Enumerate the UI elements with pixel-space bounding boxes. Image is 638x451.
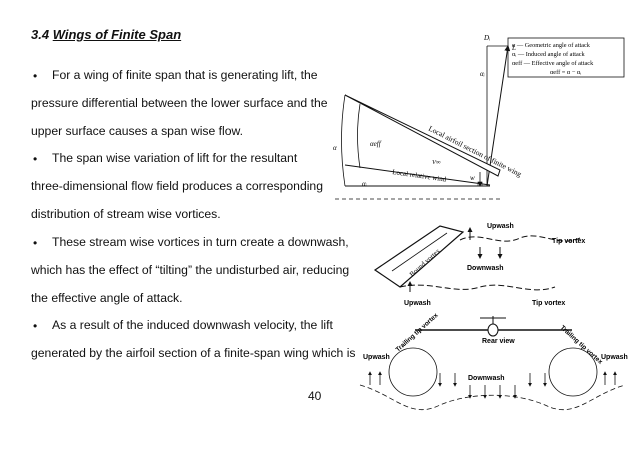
induced-angle-label-bottom: αᵢ	[362, 180, 367, 188]
bullet-1-line-1: For a wing of finite span that is genera…	[52, 68, 318, 82]
angle-arc	[341, 94, 346, 187]
bullet-4-line-1: As a result of the induced downwash velo…	[52, 318, 333, 332]
bullet-1-line-3: upper surface causes a span wise flow.	[31, 124, 244, 138]
legend-line: αᵢ — Induced angle of attack	[512, 51, 586, 58]
bullet-3-line-1: These stream wise vortices in turn creat…	[52, 235, 349, 249]
right-vortex-circle	[548, 347, 598, 397]
bullet-marker: •	[33, 236, 38, 250]
tip-vortex-trail-lower	[399, 284, 556, 291]
freestream-velocity-label: V∞	[432, 159, 441, 166]
downwash-label: w	[470, 174, 475, 182]
wing-planform	[373, 225, 465, 288]
downwash-label-bottom: Downwash	[468, 375, 505, 382]
section-heading: 3.4 Wings of Finite Span	[31, 27, 181, 42]
geometric-angle-label: α	[333, 144, 337, 152]
legend-line: αeff = α − αᵢ	[550, 69, 581, 76]
legend-line: αeff — Effective angle of attack	[512, 60, 594, 67]
upwash-label-right: Upwash	[601, 354, 628, 361]
upwash-label-left: Upwash	[363, 354, 390, 361]
legend-line: α — Geometric angle of attack	[512, 42, 591, 49]
bound-vortex-line	[391, 232, 448, 272]
bullet-3-line-2: which has the effect of “tilting” the un…	[31, 263, 350, 277]
bullet-2-line-1: The span wise variation of lift for the …	[52, 151, 298, 165]
section-title: Wings of Finite Span	[52, 27, 182, 42]
section-number: 3.4	[31, 27, 50, 42]
tip-vortex-trail-upper	[459, 235, 581, 242]
trailing-vortex-label-left: Trailing tip vortex	[395, 312, 440, 354]
bullet-2-line-3: distribution of stream wise vortices.	[31, 207, 221, 221]
trailing-vortex-label-right: Trailing tip vortex	[559, 324, 604, 366]
downwash-profile-curve	[359, 384, 626, 411]
page-number: 40	[308, 389, 322, 403]
lift-vector	[486, 45, 511, 187]
induced-drag-label: Dᵢ	[483, 34, 490, 42]
tip-vortex-label-mid: Tip vortex	[532, 300, 565, 307]
airfoil-section	[344, 94, 501, 177]
right-angle-mark	[477, 181, 483, 187]
bullet-marker: •	[33, 319, 38, 333]
downwash-label-mid: Downwash	[467, 265, 504, 272]
bullet-marker: •	[33, 152, 38, 166]
induced-angle-label-top: αᵢ	[480, 70, 485, 78]
tip-vortex-label-top: Tip vortex	[552, 238, 585, 245]
rear-view-fuselage	[487, 323, 499, 337]
bullet-2-line-2: three-dimensional flow field produces a …	[31, 179, 323, 193]
lift-label: L	[511, 44, 516, 52]
bullet-marker: •	[33, 69, 38, 83]
legend-box	[507, 37, 625, 78]
bullet-4-line-2: generated by the airfoil section of a fi…	[31, 346, 356, 360]
bullet-1-line-2: pressure differential between the lower …	[31, 96, 328, 110]
bullet-3-line-3: the effective angle of attack.	[31, 291, 183, 305]
rear-view-label: Rear view	[482, 338, 515, 345]
effective-angle-label: αeff	[370, 140, 382, 148]
effective-angle-arc	[357, 103, 361, 169]
relative-wind-line	[344, 164, 491, 186]
flow-arrow-field	[368, 371, 617, 399]
left-vortex-circle	[388, 347, 438, 397]
upwash-label-top: Upwash	[487, 223, 514, 230]
upwash-label-mid: Upwash	[404, 300, 431, 307]
